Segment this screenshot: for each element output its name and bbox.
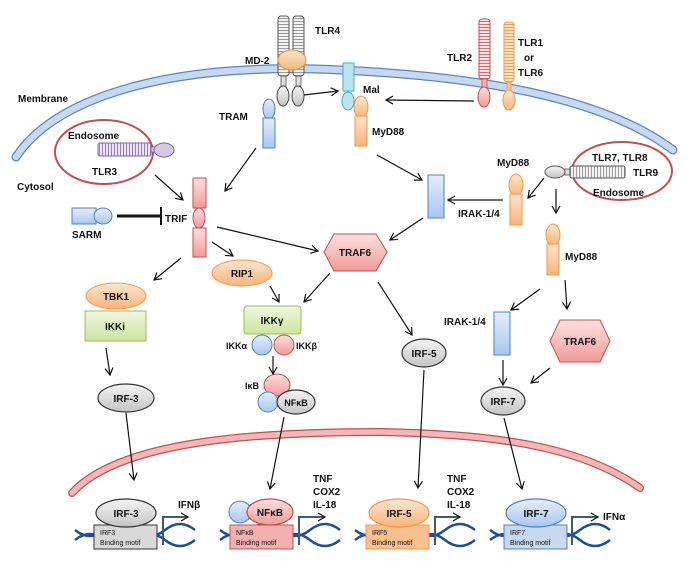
endosome-left-label: Endosome — [68, 131, 120, 142]
ifnb-label: IFNβ — [178, 500, 200, 511]
tram-adaptor — [262, 98, 276, 149]
myd88-top-label: MyD88 — [372, 127, 405, 138]
irf3-binding-motif — [93, 524, 158, 550]
tbk1-label: TBK1 — [103, 292, 130, 303]
irf7-binding-motif — [503, 524, 568, 550]
mal-label: Mal — [363, 85, 380, 96]
nfkb-partner — [257, 391, 279, 413]
tlr2-receptor — [477, 18, 491, 108]
irf5-cytosol-label: IRF-5 — [412, 349, 437, 360]
irf3-nuclear — [95, 498, 157, 528]
nfkb-motif-line1: NFκB — [236, 530, 254, 537]
irak-mid-kinase — [427, 174, 445, 219]
sarm-adaptor — [71, 207, 113, 225]
tlr1-label-line2: or — [524, 53, 534, 64]
tlr1-label-line3: TLR6 — [518, 68, 543, 79]
ikk-alpha — [251, 334, 273, 356]
rip1 — [211, 259, 273, 287]
irf5-nuclear-label: IRF-5 — [387, 509, 412, 520]
irf5-gene-3: IL-18 — [447, 500, 471, 511]
tlr789-receptor — [544, 165, 626, 179]
nfkb-nuclear — [246, 498, 294, 526]
tbk1 — [85, 282, 147, 310]
nfkb-cytosol — [276, 389, 316, 415]
irf3-motif-line1: IRF3 — [100, 530, 115, 537]
ikk-alpha-label: IKKα — [226, 341, 247, 351]
endosome-right-label: Endosome — [593, 188, 645, 199]
irf7-cytosol-label: IRF-7 — [491, 397, 516, 408]
tlr4-complex — [276, 15, 307, 107]
cytosol-label: Cytosol — [17, 182, 54, 193]
nfkb-motif-line2: Binding motif — [236, 540, 277, 547]
traf6-right — [549, 319, 611, 363]
irf3-nuclear-label: IRF-3 — [114, 509, 139, 520]
md2-protein — [277, 49, 307, 71]
irf5-motif-line2: Binding motif — [372, 540, 413, 547]
irf7-nuclear-label: IRF-7 — [524, 509, 549, 520]
ifna-label: IFNα — [603, 512, 626, 523]
irf5-binding-motif — [365, 524, 430, 550]
signal-arrows — [104, 87, 572, 491]
irf3-cytosol-label: IRF-3 — [114, 394, 139, 405]
ikk-gamma — [243, 305, 302, 335]
irf5-gene-2: COX2 — [447, 487, 475, 498]
irak-right-kinase — [493, 311, 511, 356]
myd88-right-adaptor — [545, 223, 561, 276]
nfkb-nuclear-label: NFκB — [257, 508, 283, 519]
irf7-motif-line1: IRF7 — [510, 530, 525, 537]
nfkb-transcription-arrow — [298, 512, 327, 545]
traf6-mid — [323, 233, 388, 272]
nfkb-binding-motif — [229, 524, 294, 550]
tlr9-label: TLR9 — [633, 168, 658, 179]
irf5-transcription-arrow — [434, 512, 462, 545]
irf5-motif-line1: IRF5 — [372, 530, 387, 537]
nfkb-cytosol-label: NFκB — [284, 398, 308, 408]
nuclear-membrane — [68, 427, 644, 497]
irf7-motif-line2: Binding motif — [510, 540, 551, 547]
nfkb-gene-1: TNF — [313, 474, 332, 485]
md2-label: MD-2 — [245, 56, 270, 67]
irf3-motif-line2: Binding motif — [100, 540, 141, 547]
irak-mid-label: IRAK-1/4 — [458, 209, 500, 220]
irf7-cytosol — [480, 386, 526, 416]
nfkb-gene-3: IL-18 — [313, 500, 337, 511]
irf5-gene-1: TNF — [447, 474, 466, 485]
tlr3-label: TLR3 — [92, 167, 117, 178]
irf7-nuclear — [505, 498, 567, 528]
tlr1-tlr6-receptor — [502, 21, 516, 111]
tram-label: TRAM — [219, 112, 248, 123]
ikki — [84, 310, 147, 342]
tlr4-label: TLR4 — [315, 26, 340, 37]
traf6-mid-label: TRAF6 — [339, 248, 372, 259]
tlr3-receptor — [97, 142, 175, 158]
ikk-beta — [273, 334, 295, 356]
trif-adaptor — [192, 177, 207, 258]
myd88-mid-label: MyD88 — [497, 158, 530, 169]
ikb-label: IκB — [245, 381, 260, 391]
tlr1-label-line1: TLR1 — [518, 38, 543, 49]
mal-adaptor — [341, 62, 355, 111]
sarm-label: SARM — [72, 230, 101, 241]
ikk-beta-label: IKKβ — [296, 341, 317, 351]
ikk-gamma-label: IKKγ — [261, 316, 284, 327]
irf7-transcription-arrow — [571, 512, 600, 545]
irf3-transcription-arrow — [162, 512, 190, 545]
irf5-nuclear — [368, 498, 430, 528]
membrane-label: Membrane — [18, 94, 68, 105]
myd88-right-label: MyD88 — [565, 252, 598, 263]
irf3-cytosol — [97, 383, 155, 413]
myd88-mid-adaptor — [508, 173, 524, 226]
rip1-label: RIP1 — [231, 269, 254, 280]
trif-label: TRIF — [165, 214, 187, 225]
irak-right-label: IRAK-1/4 — [444, 317, 486, 328]
nfkb-gene-2: COX2 — [313, 487, 341, 498]
myd88-top-adaptor — [353, 95, 369, 147]
traf6-right-label: TRAF6 — [564, 337, 597, 348]
tlr78-label: TLR7, TLR8 — [592, 153, 648, 164]
tlr2-label: TLR2 — [447, 53, 472, 64]
irf5-cytosol — [401, 338, 447, 368]
ikki-label: IKKi — [105, 322, 125, 333]
